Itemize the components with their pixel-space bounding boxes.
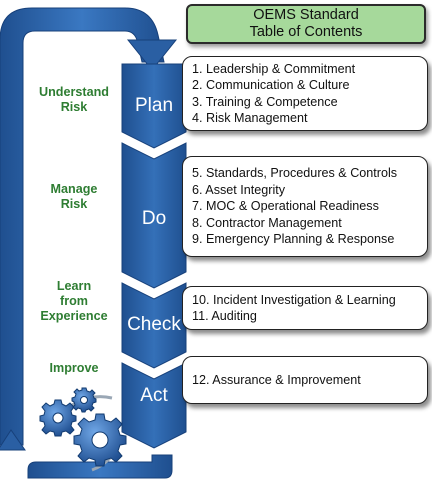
list-item: 11. Auditing (192, 309, 257, 323)
title-line-2: Table of Contents (249, 24, 363, 40)
list-item: 12. Assurance & Improvement (192, 372, 361, 387)
do-chevron (121, 142, 187, 289)
stage-label-act: Act (140, 385, 168, 406)
list-item: 8. Contractor Management (192, 215, 342, 230)
act-items-box: 12. Assurance & Improvement (182, 356, 428, 404)
check-chevron (121, 282, 187, 369)
list-item: 5. Standards, Procedures & Controls (192, 166, 398, 181)
list-item: 6. Asset Integrity (192, 182, 286, 197)
stage-label-do: Do (141, 208, 167, 229)
list-item: 9. Emergency Planning & Response (192, 232, 395, 247)
title-box: OEMS Standard Table of Contents (186, 4, 426, 44)
stage-label-check: Check (127, 314, 181, 335)
title-line-1: OEMS Standard (253, 7, 359, 23)
do-items-box: 5. Standards, Procedures & Controls 6. A… (182, 156, 428, 257)
list-item: 2. Communication & Culture (192, 78, 350, 93)
check-items-box: 10. Incident Investigation & Learning 11… (182, 286, 428, 330)
side-label-improve: Improve (49, 361, 99, 375)
plan-chevron (121, 63, 187, 149)
act-chevron (121, 362, 187, 449)
stage-chevron-column (121, 63, 187, 449)
list-item: 10. Incident Investigation & Learning (192, 292, 396, 307)
list-item: 7. MOC & Operational Readiness (192, 199, 379, 214)
stage-label-plan: Plan (134, 95, 174, 116)
plan-items-box: 1. Leadership & Commitment 2. Communicat… (182, 56, 428, 131)
side-label-manage-risk: Manage Risk (50, 182, 98, 211)
gears-icon (39, 387, 127, 472)
list-item: 4. Risk Management (192, 110, 308, 125)
list-item: 1. Leadership & Commitment (192, 61, 356, 76)
list-item: 3. Training & Competence (192, 94, 338, 109)
side-label-understand-risk: Understand Risk (39, 85, 109, 114)
side-label-learn-from-experience: Learn from Experience (40, 279, 108, 323)
